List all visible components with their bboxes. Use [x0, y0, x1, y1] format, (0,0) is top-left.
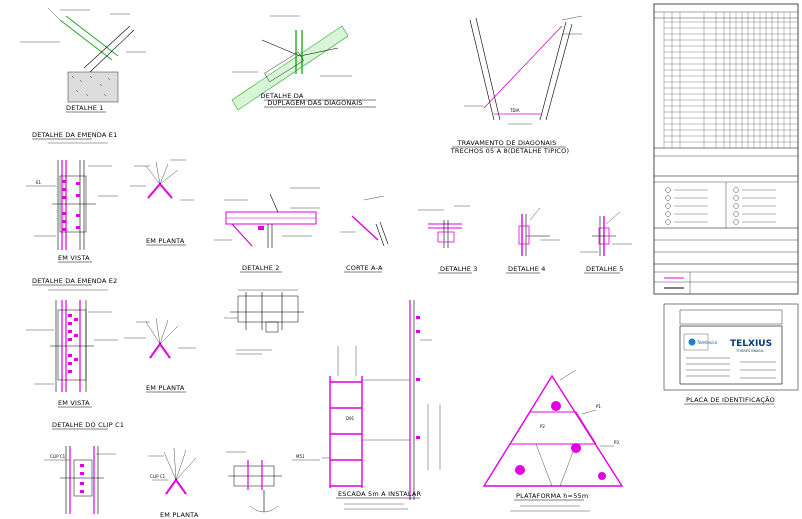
- detalhe-duplagem-title: DETALHE DA: [260, 92, 303, 100]
- placa-logo-text: Telefonica: [697, 340, 718, 345]
- placa-title: PLACA DE IDENTIFICAÇÃO: [686, 395, 775, 404]
- detalhe-5-title: DETALHE 5: [586, 265, 624, 273]
- legend-circle-icon: [665, 219, 671, 225]
- legend-circle-icon: [733, 187, 739, 193]
- detalhe-3-drawing: DETALHE 3: [418, 205, 478, 274]
- detalhe-4-drawing: DETALHE 4: [506, 207, 560, 274]
- em-vista-1-label: EM VISTA: [58, 254, 90, 262]
- emenda-e1-e1-label: E1: [36, 180, 42, 185]
- travamento-title: TRAVAMENTO DE DIAGONAIS: [457, 139, 557, 147]
- corte-aa-title: CORTE A-A: [346, 264, 383, 272]
- detalhe-1-title: DETALHE 1: [66, 104, 104, 112]
- legend-circle-icon: [665, 211, 671, 217]
- travamento-drawing: TDIA TRAVAMENTO DE DIAGONAIS TRECHOS 05 …: [450, 15, 583, 155]
- plataforma-p2-label: P2: [540, 424, 545, 429]
- em-planta-2-label: EM PLANTA: [146, 384, 185, 392]
- clip-c1-drawing: DETALHE DO CLIP C1 CLIP C1: [44, 421, 124, 514]
- escada-drawing: D91 M51 ESCADA 5m A INSTALAR: [292, 300, 441, 510]
- corte-aa-drawing: CORTE A-A: [340, 195, 389, 273]
- emenda-e1-drawing: DETALHE DA EMENDA E1 E1 EM VISTA: [26, 131, 118, 263]
- travamento-bar-label: TDIA: [509, 108, 520, 113]
- plataforma-drawing: P1 P2 P3 PLATAFORMA h=55m: [482, 369, 624, 512]
- em-planta-2-drawing: EM PLANTA: [124, 317, 196, 393]
- detalhe-3-title: DETALHE 3: [440, 265, 478, 273]
- escada-m51-label: M51: [296, 454, 305, 459]
- detalhe-5-drawing: DETALHE 5: [580, 211, 632, 274]
- legend-circle-icon: [733, 219, 739, 225]
- travamento-subtitle: TRECHOS 05 A 8(DETALHE TIPICO): [450, 147, 569, 155]
- clip-c1-title: DETALHE DO CLIP C1: [52, 421, 124, 429]
- plataforma-p3-label: P3: [614, 440, 619, 445]
- section-detail-drawing: [224, 289, 304, 355]
- legend-circle-icon: [733, 203, 739, 209]
- em-planta-1-label: EM PLANTA: [146, 237, 185, 245]
- detalhe-duplagem-drawing: DETALHE DA DUPLAGEM DAS DIAGONAIS: [231, 15, 376, 111]
- detalhe-2-title: DETALHE 2: [242, 264, 280, 272]
- clip-c1-label: CLIP C1: [50, 454, 66, 459]
- plataforma-title: PLATAFORMA h=55m: [516, 492, 588, 500]
- legend-circle-icon: [665, 195, 671, 201]
- placa-brand: TELXIUS: [730, 339, 772, 349]
- detalhe-duplagem-subtitle: DUPLAGEM DAS DIAGONAIS: [267, 99, 362, 107]
- em-planta-3-label: EM PLANTA: [160, 511, 199, 519]
- emenda-e2-drawing: DETALHE DA EMENDA E2 EM VISTA: [26, 277, 118, 408]
- placa-brand-sub: TORRES BRASIL: [735, 349, 764, 353]
- em-vista-2-label: EM VISTA: [58, 399, 90, 407]
- plataforma-p1-label: P1: [596, 404, 601, 409]
- detalhe-2-drawing: DETALHE 2: [214, 187, 320, 273]
- detalhe-4-title: DETALHE 4: [508, 265, 546, 273]
- em-planta-3-drawing: CLIP C1 EM PLANTA: [148, 447, 199, 519]
- em-planta-1-drawing: EM PLANTA: [130, 159, 194, 246]
- clip-c1-planta-label: CLIP C1: [150, 474, 166, 479]
- legend-circle-icon: [665, 203, 671, 209]
- escada-d91-label: D91: [346, 416, 355, 421]
- bottom-bracket-drawing: [226, 451, 282, 513]
- escada-title: ESCADA 5m A INSTALAR: [338, 490, 422, 498]
- placa-identificacao: Telefonica TELXIUS TORRES BRASIL PLACA D…: [663, 303, 799, 405]
- legend-circle-icon: [665, 187, 671, 193]
- legend-circle-icon: [733, 195, 739, 201]
- emenda-e1-title: DETALHE DA EMENDA E1: [32, 131, 117, 139]
- emenda-e2-title: DETALHE DA EMENDA E2: [32, 277, 117, 285]
- legend-circle-icon: [733, 211, 739, 217]
- detalhe-1-drawing: DETALHE 1: [20, 7, 146, 113]
- schedule-table: [653, 3, 799, 295]
